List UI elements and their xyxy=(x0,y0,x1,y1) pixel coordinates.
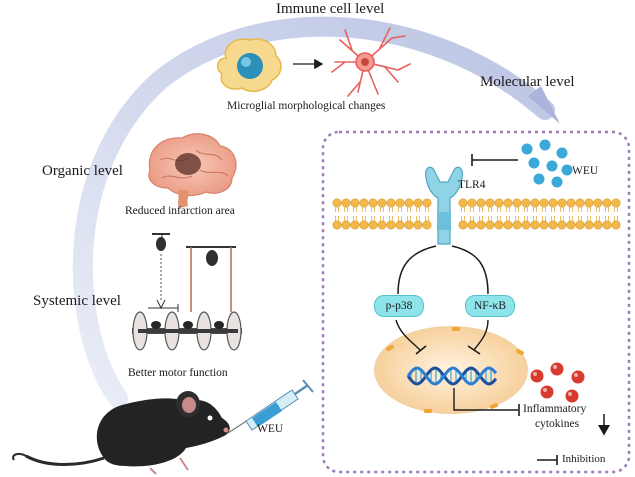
microglia-resting-icon xyxy=(216,38,282,93)
lipid-head xyxy=(512,198,522,208)
lipid-head xyxy=(485,198,495,208)
lipid-head xyxy=(530,198,540,208)
lipid-head xyxy=(332,220,342,230)
lipid-head xyxy=(485,220,495,230)
microglia-activated-icon xyxy=(331,27,411,97)
lipid-head xyxy=(557,198,567,208)
cytokines-label-line2: cytokines xyxy=(535,418,580,430)
lipid-head xyxy=(458,220,468,230)
lipid-head xyxy=(341,220,351,230)
lipid-head xyxy=(602,198,612,208)
nfkb-node: NF-κB xyxy=(465,295,515,317)
lipid-head xyxy=(566,198,576,208)
cell-membrane xyxy=(332,198,621,230)
dna-strand xyxy=(406,366,498,386)
lipid-head xyxy=(413,220,423,230)
lipid-head xyxy=(539,198,549,208)
lipid-head xyxy=(395,198,405,208)
lipid-head xyxy=(386,198,396,208)
lipid-head xyxy=(584,198,594,208)
lipid-head xyxy=(458,198,468,208)
cytokine-molecules xyxy=(530,362,585,403)
lipid-head xyxy=(359,220,369,230)
lipid-head xyxy=(341,198,351,208)
lipid-head xyxy=(602,220,612,230)
lipid-head xyxy=(494,220,504,230)
lipid-head xyxy=(548,198,558,208)
lipid-head xyxy=(422,198,432,208)
lipid-head xyxy=(332,198,342,208)
lipid-head xyxy=(593,198,603,208)
lipid-head xyxy=(521,220,531,230)
cytokines-label-line1: Inflammatory xyxy=(523,403,587,415)
mouse-icon xyxy=(12,391,230,475)
lipid-head xyxy=(350,220,360,230)
lipid-head xyxy=(593,220,603,230)
lipid-head xyxy=(566,220,576,230)
lipid-head xyxy=(575,220,585,230)
syringe-icon xyxy=(227,379,314,434)
immune-level-label: Immune cell level xyxy=(276,1,385,17)
weu-injection-label: WEU xyxy=(257,423,284,435)
lipid-head xyxy=(548,220,558,230)
lipid-head xyxy=(359,198,369,208)
lipid-head xyxy=(539,220,549,230)
tlr4-receptor-icon xyxy=(425,166,463,245)
lipid-head xyxy=(530,220,540,230)
brain-icon xyxy=(148,133,237,208)
legend-inhibition-label: Inhibition xyxy=(562,453,606,465)
organic-level-label: Organic level xyxy=(42,163,123,179)
lipid-head xyxy=(413,198,423,208)
lipid-head xyxy=(368,220,378,230)
infarction-caption: Reduced infarction area xyxy=(125,205,235,217)
level-arc-head xyxy=(528,86,560,124)
lipid-head xyxy=(404,220,414,230)
systemic-level-label: Systemic level xyxy=(33,293,121,309)
level-arc xyxy=(72,16,555,408)
weu-molecule-label: WEU xyxy=(572,165,599,177)
lipid-head xyxy=(611,220,621,230)
dna-strand xyxy=(406,366,498,386)
p38-node: p-p38 xyxy=(374,295,424,317)
lipid-head xyxy=(386,220,396,230)
lipid-head xyxy=(611,198,621,208)
microglia-caption: Microglial morphological changes xyxy=(227,100,386,112)
tlr4-to-p38 xyxy=(397,245,437,295)
tlr4-label: TLR4 xyxy=(458,179,486,191)
lipid-head xyxy=(557,220,567,230)
rotarod-icon xyxy=(132,304,242,351)
lipid-head xyxy=(350,198,360,208)
dna-icon xyxy=(406,366,498,386)
molecular-level-label: Molecular level xyxy=(480,74,575,90)
lipid-head xyxy=(521,198,531,208)
lipid-head xyxy=(422,220,432,230)
lipid-head xyxy=(467,220,477,230)
lipid-head xyxy=(494,198,504,208)
motor-caption: Better motor function xyxy=(128,367,228,379)
lipid-head xyxy=(467,198,477,208)
lipid-head xyxy=(575,198,585,208)
hanging-test-icon xyxy=(152,233,236,312)
lipid-head xyxy=(503,220,513,230)
lipid-head xyxy=(368,198,378,208)
lipid-head xyxy=(395,220,405,230)
lipid-head xyxy=(512,220,522,230)
lipid-head xyxy=(584,220,594,230)
weu-molecules xyxy=(521,139,573,188)
lipid-head xyxy=(476,220,486,230)
lipid-head xyxy=(404,198,414,208)
lipid-head xyxy=(476,198,486,208)
lipid-head xyxy=(377,198,387,208)
tlr4-to-nfkb xyxy=(451,245,489,295)
lipid-head xyxy=(377,220,387,230)
dna-to-cytokines xyxy=(453,388,518,411)
lipid-head xyxy=(503,198,513,208)
